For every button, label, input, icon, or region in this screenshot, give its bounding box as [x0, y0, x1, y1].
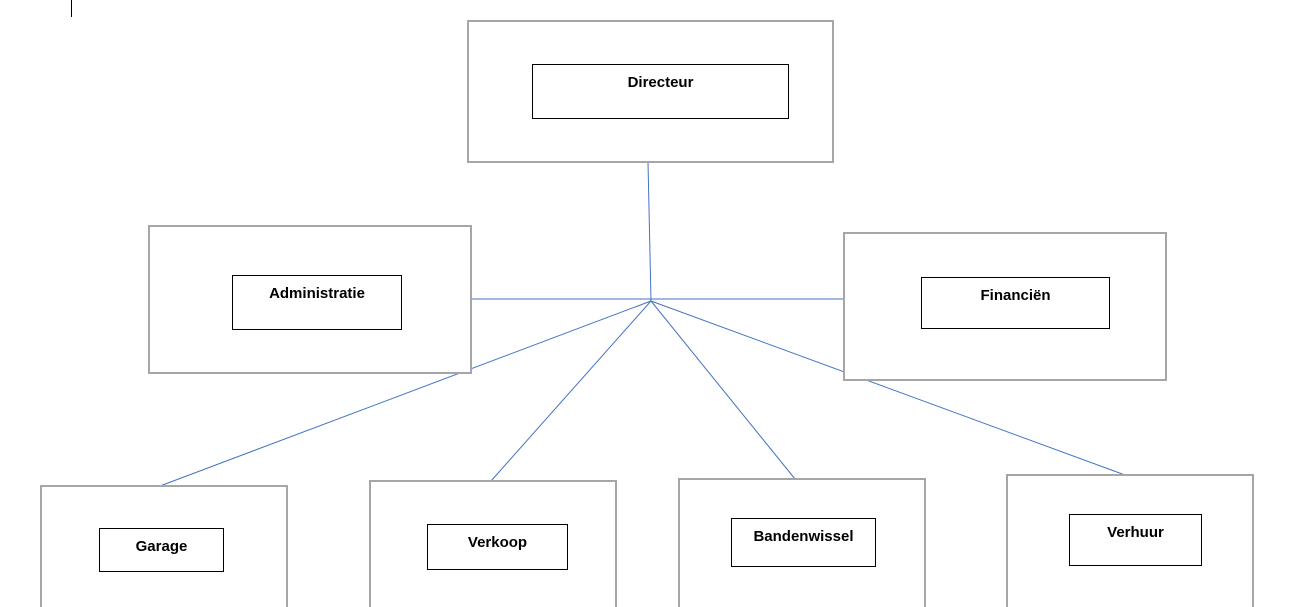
- node-label-directeur: Directeur: [532, 64, 789, 119]
- node-label-verhuur: Verhuur: [1069, 514, 1202, 566]
- connector-directeur: [647, 161, 652, 302]
- node-label-financien: Financiën: [921, 277, 1110, 329]
- connector-bandenwissel: [650, 300, 796, 480]
- node-label-verkoop: Verkoop: [427, 524, 568, 570]
- node-label-bandenwissel: Bandenwissel: [731, 518, 876, 567]
- connector-verkoop: [490, 300, 652, 482]
- text-cursor: [71, 0, 72, 17]
- node-label-garage: Garage: [99, 528, 224, 572]
- node-label-administratie: Administratie: [232, 275, 402, 330]
